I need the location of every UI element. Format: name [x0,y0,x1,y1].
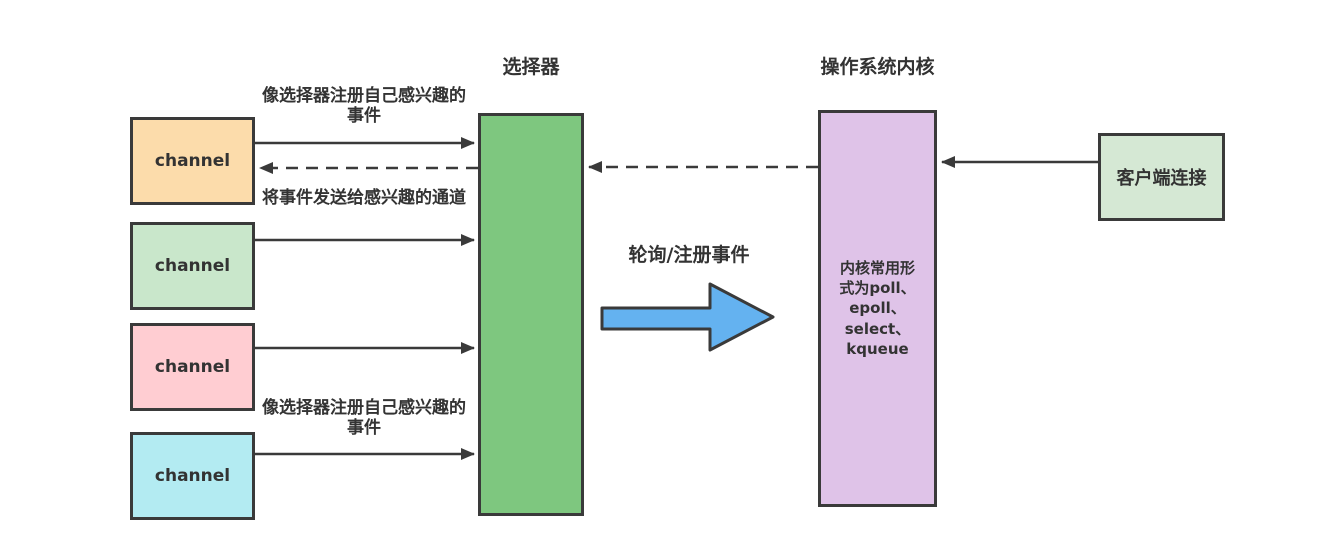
channel-label: channel [154,256,231,276]
channel-box-2: channel [130,222,255,310]
kernel-box: 内核常用形 式为poll、 epoll、 select、 kqueue [818,110,937,507]
channel-label: channel [154,151,231,171]
kernel-text-line: select、 [844,319,911,338]
label-send-events-to-channel: 将事件发送给感兴趣的通道 [262,188,466,208]
kernel-text-line: kqueue [846,339,909,358]
channel-box-1: channel [130,117,255,205]
channel-label: channel [154,357,231,377]
client-connection-label: 客户端连接 [1116,168,1207,189]
label-register-events-bottom: 像选择器注册自己感兴趣的事件 [262,398,466,439]
channel-box-4: channel [130,432,255,520]
kernel-text-line: epoll、 [849,299,906,318]
selector-title: 选择器 [502,56,560,78]
label-register-events-top: 像选择器注册自己感兴趣的事件 [262,86,466,127]
channel-label: channel [154,466,231,486]
kernel-text-line: 内核常用形 [839,258,915,277]
kernel-title: 操作系统内核 [820,56,935,78]
big-poll-arrow [600,282,775,352]
label-poll-register-events: 轮询/注册事件 [628,244,750,266]
kernel-text-line: 式为poll、 [839,279,916,298]
selector-box [478,113,584,516]
client-connection-box: 客户端连接 [1098,133,1225,221]
channel-box-3: channel [130,323,255,411]
